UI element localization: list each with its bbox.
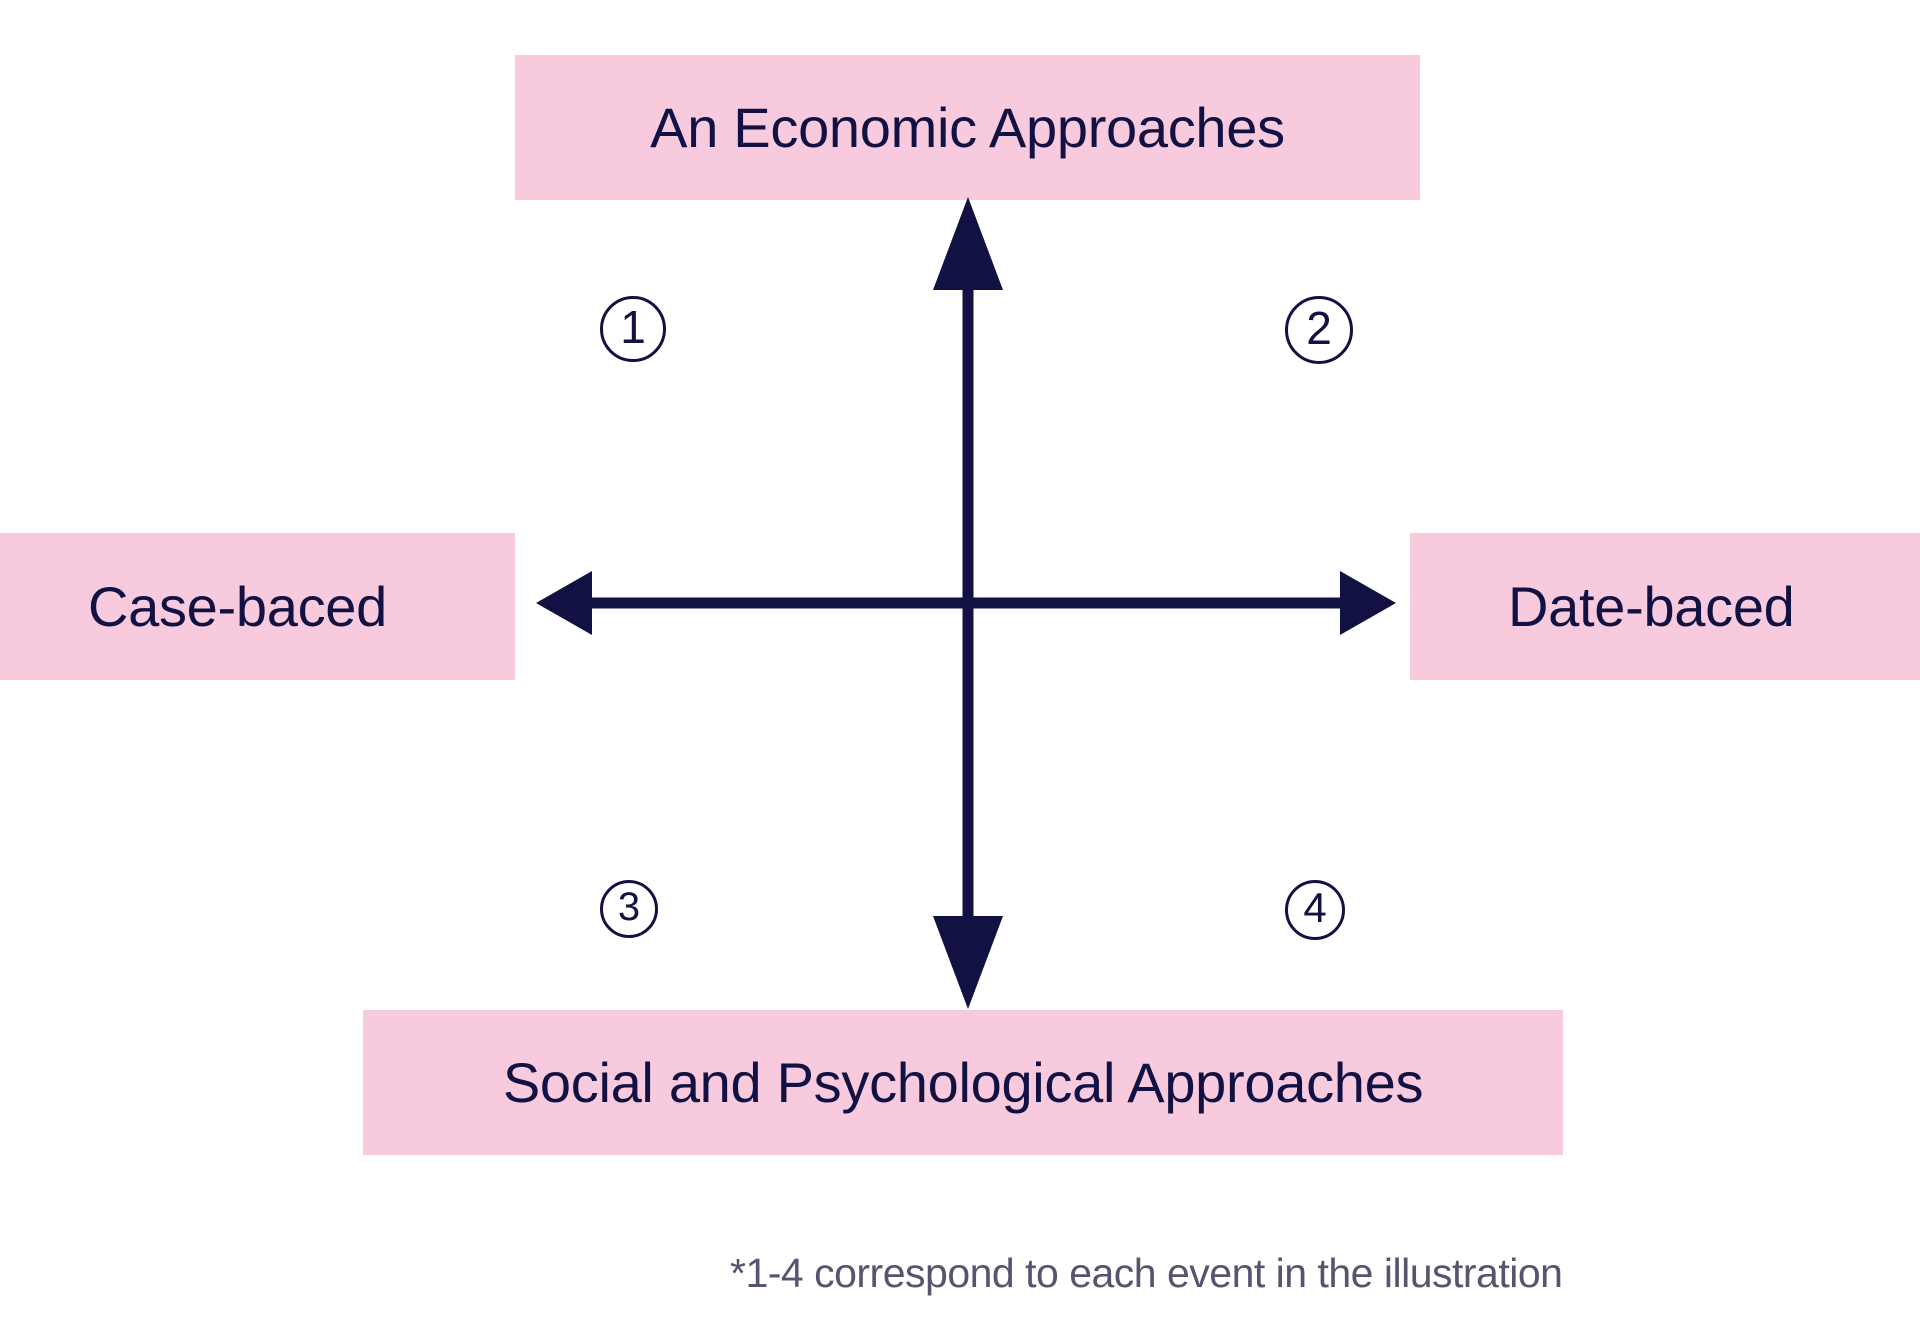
axis-label-top: An Economic Approaches — [515, 55, 1420, 200]
quadrant-marker-4: 4 — [1285, 880, 1345, 940]
axis-label-top-text: An Economic Approaches — [650, 96, 1285, 159]
quadrant-marker-4-label: 4 — [1303, 884, 1327, 931]
arrow-right-icon — [1340, 571, 1396, 635]
footnote-text: *1-4 correspond to each event in the ill… — [730, 1250, 1563, 1296]
quadrant-marker-1: 1 — [600, 296, 666, 362]
quadrant-marker-1-label: 1 — [620, 301, 646, 353]
arrow-down-icon — [933, 916, 1003, 1009]
axis-label-left: Case-baced — [0, 533, 515, 680]
axis-label-bottom-text: Social and Psychological Approaches — [502, 1051, 1424, 1114]
quadrant-marker-3-label: 3 — [617, 885, 641, 929]
quadrant-marker-3: 3 — [600, 880, 658, 938]
quadrant-marker-2: 2 — [1285, 296, 1353, 364]
axis-label-bottom: Social and Psychological Approaches — [363, 1010, 1563, 1155]
arrow-left-icon — [536, 571, 592, 635]
quadrant-marker-2-label: 2 — [1306, 302, 1332, 354]
axis-label-right: Date-baced — [1410, 533, 1920, 680]
axis-label-left-text: Case-baced — [88, 575, 387, 638]
arrow-up-icon — [933, 197, 1003, 290]
axis-label-right-text: Date-baced — [1508, 575, 1795, 638]
